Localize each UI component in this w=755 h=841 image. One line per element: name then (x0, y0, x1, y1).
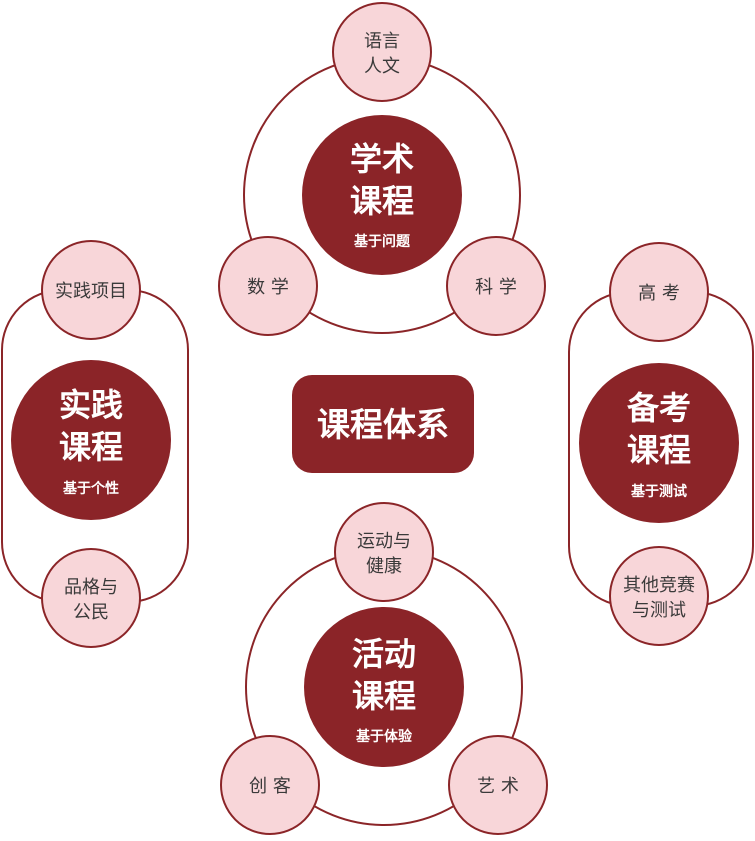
activity-subtitle: 基于体验 (356, 728, 413, 745)
academic-course-group: 学术 课程 基于问题 语言 人文 数 学 科 学 (218, 2, 546, 336)
center-hub: 课程体系 (292, 375, 474, 473)
center-hub-box (292, 375, 474, 473)
prep-satellite-gaokao (609, 242, 709, 342)
prep-satellite-bottom-line2: 与测试 (632, 600, 686, 621)
academic-satellite-science (446, 236, 546, 336)
academic-title-line2: 课程 (350, 182, 414, 220)
academic-title-line1: 学术 (350, 140, 414, 178)
activity-course-group: 活动 课程 基于体验 运动与 健康 创 客 艺 术 (220, 502, 548, 835)
academic-core (302, 115, 462, 275)
activity-title-line1: 活动 (352, 635, 416, 673)
prep-satellite-competitions (609, 546, 709, 646)
practice-subtitle: 基于个性 (63, 480, 119, 497)
activity-satellite-top-line2: 健康 (366, 556, 402, 577)
practice-core (11, 360, 171, 520)
practice-course-group: 实践 课程 基于个性 实践项目 品格与 公民 (1, 240, 189, 648)
activity-satellite-art (448, 735, 548, 835)
practice-satellite-top: 实践项目 (55, 281, 127, 302)
practice-title-line1: 实践 (59, 386, 123, 424)
activity-satellite-maker (220, 735, 320, 835)
prep-title-line1: 备考 (627, 389, 691, 427)
academic-satellite-language-humanities (332, 2, 432, 102)
prep-title-line2: 课程 (627, 431, 691, 469)
academic-satellite-top-line2: 人文 (364, 56, 400, 77)
prep-satellite-top: 高 考 (638, 283, 680, 304)
practice-satellite-bottom-line1: 品格与 (64, 577, 118, 598)
activity-satellite-top-line1: 运动与 (357, 531, 411, 552)
activity-satellite-sports-health (334, 502, 434, 602)
academic-subtitle: 基于问题 (354, 233, 411, 250)
practice-satellite-bottom-line2: 公民 (73, 602, 109, 623)
prep-subtitle: 基于测试 (631, 483, 687, 500)
practice-satellite-character-citizenship (41, 548, 141, 648)
academic-satellite-math (218, 236, 318, 336)
activity-satellite-right: 艺 术 (477, 776, 519, 797)
activity-title-line2: 课程 (352, 677, 416, 715)
prep-course-group: 备考 课程 基于测试 高 考 其他竞赛 与测试 (568, 242, 754, 646)
practice-satellite-projects (41, 240, 141, 340)
activity-satellite-left: 创 客 (249, 776, 291, 797)
academic-satellite-right: 科 学 (475, 277, 517, 298)
academic-satellite-left: 数 学 (247, 277, 289, 298)
prep-satellite-bottom-line1: 其他竞赛 (623, 575, 695, 596)
prep-core (579, 363, 739, 523)
center-hub-label: 课程体系 (317, 405, 449, 444)
practice-title-line2: 课程 (59, 428, 123, 466)
activity-core (304, 607, 464, 767)
academic-satellite-top-line1: 语言 (364, 31, 400, 52)
